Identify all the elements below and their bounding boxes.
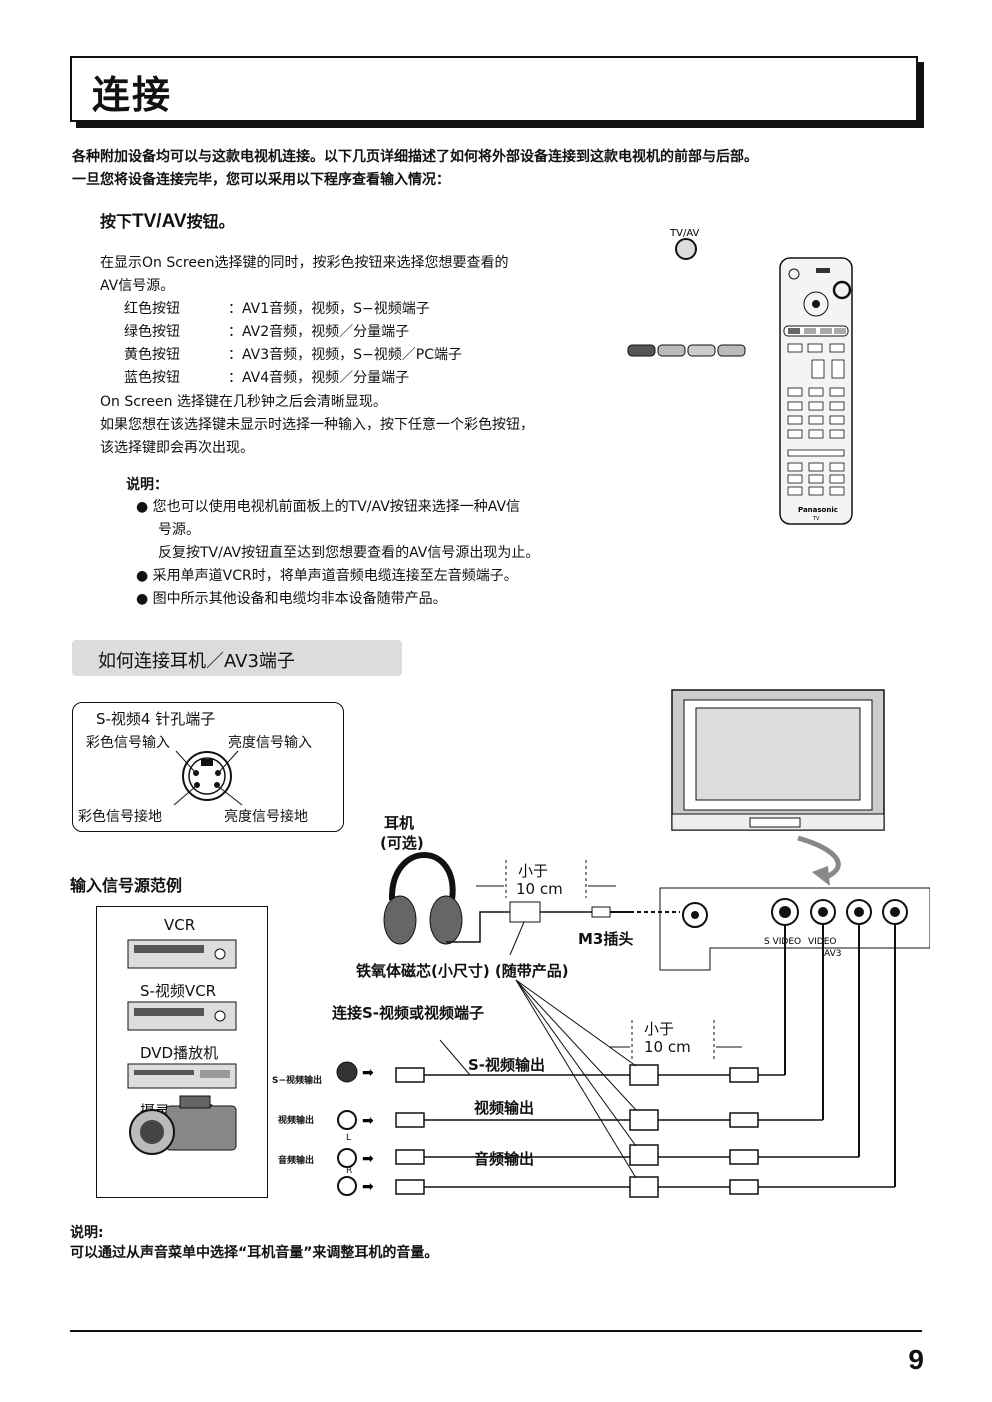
note-item: ● 采用单声道VCR时，将单声道音频电缆连接至左音频端子。 (136, 568, 518, 584)
note-item-continued: 反复按TV/AV按钮直至达到您想要查看的AV信号源出现为止。 (158, 545, 540, 561)
left-audio-label: L (346, 1133, 352, 1143)
less-than-label-bottom: 小于 (644, 1020, 675, 1038)
svideo-out-jack-icon (336, 1061, 358, 1083)
device-svcr-label: S-视频VCR (140, 982, 217, 1000)
source-jacks: ➡ ➡ ➡ ➡ (336, 1061, 374, 1196)
ferrite-label: 铁氧体磁芯(小尺寸) (随带产品) (356, 962, 569, 980)
audio-r-out-jack-icon (337, 1176, 357, 1196)
arrow-icon: ➡ (362, 1113, 374, 1129)
step-prefix: 按下 (100, 212, 133, 231)
bottom-note-label: 说明: (70, 1225, 104, 1241)
blue-button-icon (717, 344, 746, 357)
right-audio-label: R (346, 1166, 353, 1176)
svideo-connector-icon (173, 750, 243, 806)
arrow-icon: ➡ (362, 1151, 374, 1167)
audio-l-out-jack-icon (337, 1148, 357, 1168)
ten-cm-label-top: 10 cm (516, 880, 563, 898)
dvd-player-icon (127, 1063, 237, 1089)
bottom-note-text: 可以通过从声音菜单中选择“耳机音量”来调整耳机的音量。 (70, 1245, 439, 1261)
note-item: ● 您也可以使用电视机前面板上的TV/AV按钮来选择一种AV信 (136, 499, 521, 515)
connect-label: 连接S-视频或视频端子 (332, 1004, 485, 1022)
reappear-line-1: 如果您想在该选择键未显示时选择一种输入，按下任意一个彩色按钮， (100, 417, 534, 433)
m3-plug-icon (591, 906, 611, 918)
headphone-label: 耳机 (384, 814, 415, 832)
svideo-plug-icon (395, 1067, 425, 1083)
m3-plug-label: M3插头 (578, 930, 634, 948)
instruction-line-2: AV信号源。 (100, 278, 175, 294)
svideo-pin-box (72, 702, 344, 832)
device-dvd-label: DVD播放机 (140, 1044, 219, 1062)
note-item-continued: 号源。 (158, 522, 200, 538)
remote-sub: TV (812, 516, 820, 522)
yellow-button-icon (687, 344, 716, 357)
device-illustrations (127, 939, 237, 1155)
reappear-line-2: 该选择键即会再次出现。 (100, 440, 254, 456)
audio-cable-label: 音频输出 (474, 1148, 535, 1169)
arrow-icon: ➡ (362, 1179, 374, 1195)
luma-in-label: 亮度信号输入 (228, 735, 312, 751)
intro-line-2: 一旦您将设备连接完毕，您可以采用以下程序查看输入情况： (72, 172, 450, 188)
video-out-jack-icon (337, 1110, 357, 1130)
title-box (70, 56, 918, 122)
chroma-in-label: 彩色信号输入 (86, 735, 170, 751)
instruction-line-1: 在显示On Screen选择键的同时，按彩色按钮来选择您想要查看的 (100, 255, 509, 271)
step-instruction: 按下TV/AV按钮。 (100, 208, 235, 233)
color-button-list: 红色按钮：AV1音频，视频，S−视频端子 绿色按钮：AV2音频，视频／分量端子 … (124, 298, 462, 390)
page-number: 9 (908, 1344, 924, 1375)
svideo-out-small-label: S−视频输出 (272, 1076, 323, 1086)
step-suffix: 按钮。 (186, 212, 235, 231)
device-vcr-label: VCR (164, 916, 196, 934)
ferrite-core-svideo-icon (629, 1064, 659, 1086)
ten-cm-label-bottom: 10 cm (644, 1038, 691, 1056)
example-title: 输入信号源范例 (70, 876, 183, 895)
color-button-row: 红色按钮：AV1音频，视频，S−视频端子 (124, 301, 430, 317)
note-label: 说明： (126, 477, 168, 493)
color-button-row: 蓝色按钮：AV4音频，视频／分量端子 (124, 370, 410, 386)
footer-rule (70, 1330, 922, 1332)
svideo-vcr-icon (127, 1001, 237, 1031)
device-box (96, 906, 268, 1198)
svideo-cable-label: S-视频输出 (468, 1054, 546, 1075)
side-panel: S VIDEO VIDEO AV3 (659, 887, 930, 971)
ferrite-core-icon (509, 901, 541, 923)
color-button-row: 黄色按钮：AV3音频，视频，S−视频／PC端子 (124, 347, 463, 363)
clear-line: On Screen 选择键在几秒钟之后会清晰显现。 (100, 394, 387, 410)
tv-icon (671, 689, 885, 831)
arrow-icon: ➡ (362, 1065, 374, 1081)
camcorder-icon (129, 1095, 237, 1155)
video-cable-label: 视频输出 (474, 1097, 535, 1118)
panel-av3-label: AV3 (824, 949, 841, 959)
color-button-row: 绿色按钮：AV2音频，视频／分量端子 (124, 324, 410, 340)
intro-line-1: 各种附加设备均可以与这款电视机连接。以下几页详细描述了如何将外部设备连接到这款电… (72, 149, 758, 165)
remote-tvav-label: TV/AV (669, 228, 700, 239)
connection-diagram: S VIDEO VIDEO AV3 (336, 689, 930, 1198)
headphones-icon (383, 852, 463, 945)
page-title: 连接 (92, 73, 173, 117)
tvav-button-icon (675, 238, 697, 260)
headphone-optional-label: (可选) (380, 834, 424, 852)
remote-illustration: TV/AV Panasonic TV (627, 228, 853, 525)
remote-brand: Panasonic (798, 506, 838, 514)
less-than-label-top: 小于 (518, 862, 549, 880)
note-list: ● 您也可以使用电视机前面板上的TV/AV按钮来选择一种AV信 号源。 反复按T… (136, 496, 539, 611)
svideo-box-title: S-视频4 针孔端子 (96, 710, 216, 728)
panel-svideo-label: S VIDEO (764, 937, 801, 947)
section-bar (72, 640, 402, 676)
chroma-gnd-label: 彩色信号接地 (78, 809, 162, 825)
audio-out-small-label: 音频输出 (278, 1156, 315, 1166)
section-title: 如何连接耳机／AV3端子 (98, 651, 295, 672)
video-out-small-label: 视频输出 (278, 1116, 315, 1126)
luma-gnd-label: 亮度信号接地 (224, 809, 308, 825)
green-button-icon (657, 344, 686, 357)
red-button-icon (627, 344, 656, 357)
note-item: ● 图中所示其他设备和电缆均非本设备随带产品。 (136, 591, 447, 607)
curved-arrow-icon (797, 835, 841, 881)
vcr-icon (127, 939, 237, 969)
step-button-name: TV/AV (132, 211, 187, 232)
